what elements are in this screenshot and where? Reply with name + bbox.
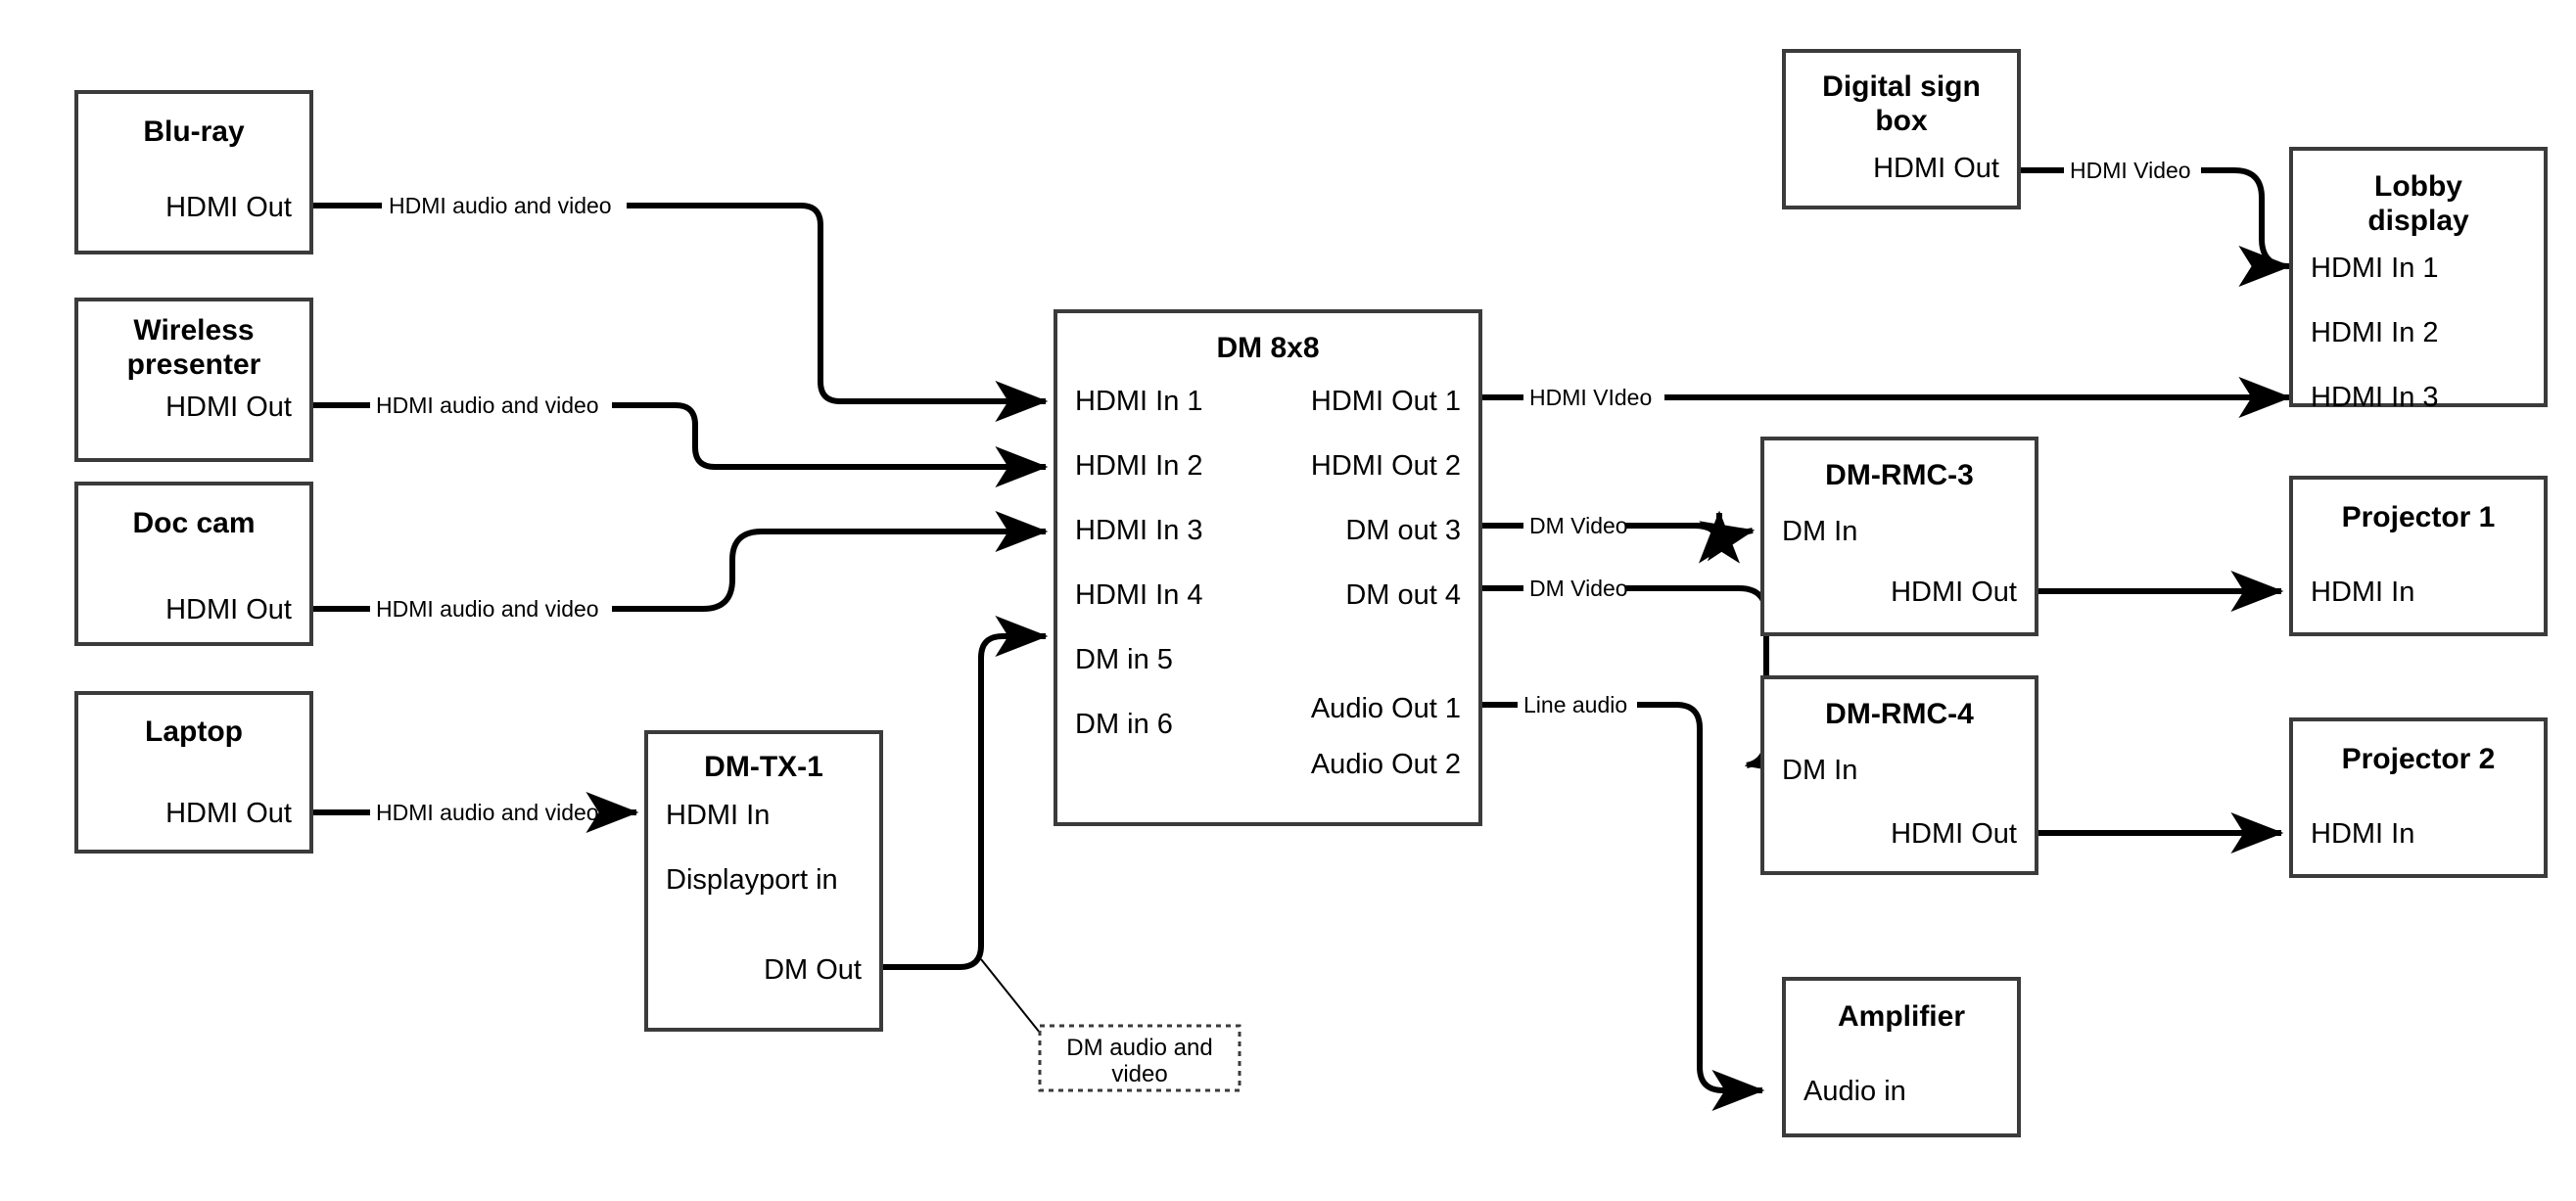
edge-label-dm-out-3: DM Video — [1529, 513, 1628, 538]
wireless-presenter-hdmi-out-port: HDMI Out — [165, 392, 292, 423]
dm-rmc-4-box[interactable] — [1760, 675, 2038, 875]
node-dm-rmc-4[interactable]: DM-RMC-4 DM In HDMI Out — [1760, 675, 2038, 875]
bluray-box[interactable] — [74, 90, 313, 254]
dm-8x8-input-hdmi-in-2: HDMI In 2 — [1075, 450, 1203, 482]
edge-label-dm-out-4: DM Video — [1529, 576, 1628, 601]
link-dm8x8-hdmi-out-1-to-lobby-hdmi-in-3: HDMI VIdeo — [1480, 377, 2292, 418]
laptop-title: Laptop — [145, 716, 243, 748]
dm-audio-video-note-line2: video — [1111, 1061, 1167, 1087]
digital-sign-title-line1: Digital sign — [1822, 70, 1981, 103]
link-doccam-to-dm8x8-hdmi-in-3: HDMI audio and video — [311, 511, 1049, 622]
edge-label-audio-out-1: Line audio — [1523, 692, 1627, 717]
dm-rmc-4-hdmi-out-port: HDMI Out — [1891, 818, 2017, 850]
dm-tx-1-dm-out-port: DM Out — [764, 954, 862, 986]
edge-label-doccam: HDMI audio and video — [376, 596, 599, 622]
lobby-display-title-line1: Lobby — [2374, 170, 2462, 203]
node-laptop[interactable]: Laptop HDMI Out — [74, 691, 313, 854]
dm-8x8-input-hdmi-in-1: HDMI In 1 — [1075, 386, 1203, 417]
dm-8x8-output-hdmi-out-2: HDMI Out 2 — [1311, 450, 1461, 482]
node-digital-sign-box[interactable]: Digital sign box HDMI Out — [1782, 49, 2021, 209]
node-projector-1[interactable]: Projector 1 HDMI In — [2289, 476, 2548, 636]
lobby-display-input-hdmi-in-2: HDMI In 2 — [2311, 317, 2439, 348]
dm-8x8-output-dm-out-3: DM out 3 — [1345, 515, 1461, 546]
bluray-title: Blu-ray — [143, 115, 245, 148]
doc-cam-box[interactable] — [74, 482, 313, 646]
dm-rmc-3-hdmi-out-port: HDMI Out — [1891, 577, 2017, 608]
lobby-display-title-line2: display — [2367, 205, 2469, 237]
node-wireless-presenter[interactable]: Wireless presenter HDMI Out — [74, 298, 313, 462]
dm-tx-1-box[interactable] — [644, 730, 883, 1032]
dm-audio-video-note-line1: DM audio and — [1066, 1035, 1212, 1061]
digital-sign-title-line2: box — [1875, 105, 1928, 137]
dm-tx-1-displayport-in-port: Displayport in — [666, 864, 838, 896]
edge-label-laptop: HDMI audio and video — [376, 800, 599, 825]
dm-8x8-input-dm-in-6: DM in 6 — [1075, 709, 1173, 740]
doc-cam-hdmi-out-port: HDMI Out — [165, 594, 292, 625]
edge-label-wireless: HDMI audio and video — [376, 393, 599, 418]
projector-1-title: Projector 1 — [2342, 501, 2496, 533]
link-wireless-to-dm8x8-hdmi-in-2: HDMI audio and video — [311, 393, 1049, 487]
projector-1-hdmi-in-port: HDMI In — [2311, 577, 2414, 608]
edge-label-hdmi-out-1: HDMI VIdeo — [1529, 385, 1652, 410]
edge-label-digital-sign: HDMI Video — [2070, 158, 2191, 183]
amplifier-audio-in-port: Audio in — [1803, 1076, 1906, 1107]
projector-2-hdmi-in-port: HDMI In — [2311, 818, 2414, 850]
node-lobby-display[interactable]: Lobby display HDMI In 1 HDMI In 2 HDMI I… — [2289, 147, 2548, 413]
node-bluray[interactable]: Blu-ray HDMI Out — [74, 90, 313, 254]
wireless-presenter-box[interactable] — [74, 298, 313, 462]
laptop-box[interactable] — [74, 691, 313, 854]
dm-8x8-output-dm-out-4: DM out 4 — [1345, 579, 1461, 611]
node-dm-tx-1[interactable]: DM-TX-1 HDMI In Displayport in DM Out — [644, 730, 883, 1032]
projector-2-box[interactable] — [2289, 717, 2548, 878]
link-dm8x8-dm-out-4-to-dmrmc4-dm-in: DM Video — [1480, 576, 1801, 776]
dm-tx-1-title: DM-TX-1 — [704, 751, 823, 783]
dm-tx-1-hdmi-in-port: HDMI In — [666, 800, 770, 831]
dm-audio-video-note-box — [1038, 1024, 1241, 1092]
edge-label-bluray: HDMI audio and video — [389, 193, 612, 218]
lobby-display-box[interactable] — [2289, 147, 2548, 407]
dm-8x8-input-dm-in-5: DM in 5 — [1075, 644, 1173, 675]
laptop-hdmi-out-port: HDMI Out — [165, 798, 292, 829]
dm-rmc-3-dm-in-port: DM In — [1782, 516, 1857, 547]
dm-rmc-4-dm-in-port: DM In — [1782, 755, 1857, 786]
link-digitalsign-to-lobby-hdmi-in-1: HDMI Video — [2019, 158, 2292, 287]
dm-8x8-output-audio-out-1: Audio Out 1 — [1311, 693, 1461, 724]
amplifier-box[interactable] — [1782, 977, 2021, 1137]
dm-rmc-3-title: DM-RMC-3 — [1825, 459, 1974, 491]
link-dmtx1-to-dm8x8-dm-in-5 — [881, 616, 1049, 1034]
node-doc-cam[interactable]: Doc cam HDMI Out — [74, 482, 313, 646]
projector-1-box[interactable] — [2289, 476, 2548, 636]
dm-rmc-3-box[interactable] — [1760, 437, 2038, 636]
bluray-hdmi-out-port: HDMI Out — [165, 192, 292, 223]
dm-8x8-input-hdmi-in-4: HDMI In 4 — [1075, 579, 1203, 611]
dm-8x8-input-hdmi-in-3: HDMI In 3 — [1075, 515, 1203, 546]
wireless-presenter-title-line1: Wireless — [133, 314, 254, 346]
dm-8x8-output-audio-out-2: Audio Out 2 — [1311, 749, 1461, 780]
link-bluray-to-dm8x8-hdmi-in-1: HDMI audio and video — [311, 193, 1049, 422]
dm-8x8-title: DM 8x8 — [1216, 332, 1319, 364]
dm-8x8-box[interactable] — [1054, 309, 1482, 826]
node-dm-rmc-3[interactable]: DM-RMC-3 DM In HDMI Out — [1760, 437, 2038, 636]
amplifier-title: Amplifier — [1838, 1000, 1965, 1033]
link-dm8x8-dm-out-3-to-dmrmc3-dm-in: DM Video — [1480, 510, 1756, 564]
digital-sign-hdmi-out-port: HDMI Out — [1873, 153, 1999, 184]
dm-8x8-output-hdmi-out-1: HDMI Out 1 — [1311, 386, 1461, 417]
node-amplifier[interactable]: Amplifier Audio in — [1782, 977, 2021, 1137]
lobby-display-input-hdmi-in-3: HDMI In 3 — [2311, 382, 2439, 413]
node-projector-2[interactable]: Projector 2 HDMI In — [2289, 717, 2548, 878]
digital-sign-box[interactable] — [1782, 49, 2021, 209]
lobby-display-input-hdmi-in-1: HDMI In 1 — [2311, 253, 2439, 284]
note-dm-audio-and-video: DM audio and video — [1038, 1024, 1241, 1092]
node-dm-8x8[interactable]: DM 8x8 HDMI In 1 HDMI In 2 HDMI In 3 HDM… — [1054, 309, 1482, 826]
wireless-presenter-title-line2: presenter — [127, 348, 261, 381]
projector-2-title: Projector 2 — [2342, 743, 2496, 775]
doc-cam-title: Doc cam — [132, 507, 255, 539]
dm-rmc-4-title: DM-RMC-4 — [1825, 698, 1974, 730]
link-dm8x8-audio-out-1-to-amplifier: Line audio — [1480, 692, 1765, 1111]
link-laptop-to-dmtx1-hdmi-in: HDMI audio and video — [311, 792, 639, 833]
